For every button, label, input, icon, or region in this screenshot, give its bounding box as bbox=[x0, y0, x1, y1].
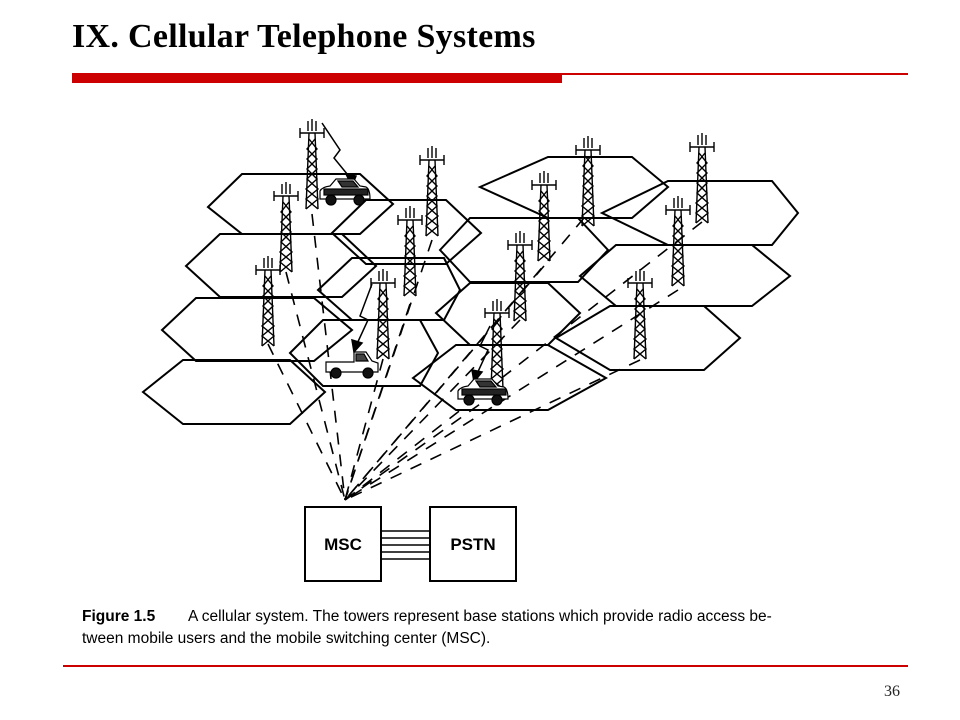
tower-icon bbox=[255, 255, 281, 347]
tower-icon bbox=[627, 268, 653, 360]
tower-icon bbox=[689, 132, 715, 224]
msc-pstn-trunk bbox=[381, 530, 430, 560]
tower-icon bbox=[370, 268, 396, 360]
caption-label: Figure 1.5 bbox=[82, 608, 156, 625]
pstn-box bbox=[429, 506, 517, 582]
lightning-bolt-icon bbox=[321, 122, 353, 181]
pickup-truck-icon bbox=[325, 351, 379, 379]
slide-title: IX. Cellular Telephone Systems bbox=[72, 18, 536, 55]
pstn-label: PSTN bbox=[450, 535, 495, 554]
figure-caption: Figure 1.5 A cellular system. The towers… bbox=[82, 608, 772, 647]
title-underline-thick bbox=[72, 73, 562, 83]
msc-label: MSC bbox=[324, 535, 362, 554]
cell-grid bbox=[141, 156, 800, 425]
car-icon bbox=[457, 378, 509, 406]
caption-line-2: tween mobile users and the mobile switch… bbox=[82, 630, 490, 647]
lightning-bolt-icon bbox=[475, 325, 491, 377]
car-icon bbox=[319, 178, 371, 206]
msc-box bbox=[304, 506, 382, 582]
caption-line-1: A cellular system. The towers represent … bbox=[188, 608, 772, 625]
tower-icon bbox=[507, 230, 533, 322]
tower-icon bbox=[419, 145, 445, 237]
page-number: 36 bbox=[884, 683, 900, 700]
switching-center: MSC PSTN bbox=[304, 506, 517, 582]
footer-rule bbox=[63, 665, 908, 667]
backhaul-links bbox=[267, 213, 703, 501]
tower-icon bbox=[575, 135, 601, 227]
tower-icon bbox=[531, 170, 557, 262]
tower-icon bbox=[665, 195, 691, 287]
lightning-bolt-icon bbox=[355, 283, 373, 347]
cellular-system-diagram: MSC PSTN Figure 1.5 A cellular system. T… bbox=[82, 118, 800, 647]
tower-icon bbox=[273, 181, 299, 273]
